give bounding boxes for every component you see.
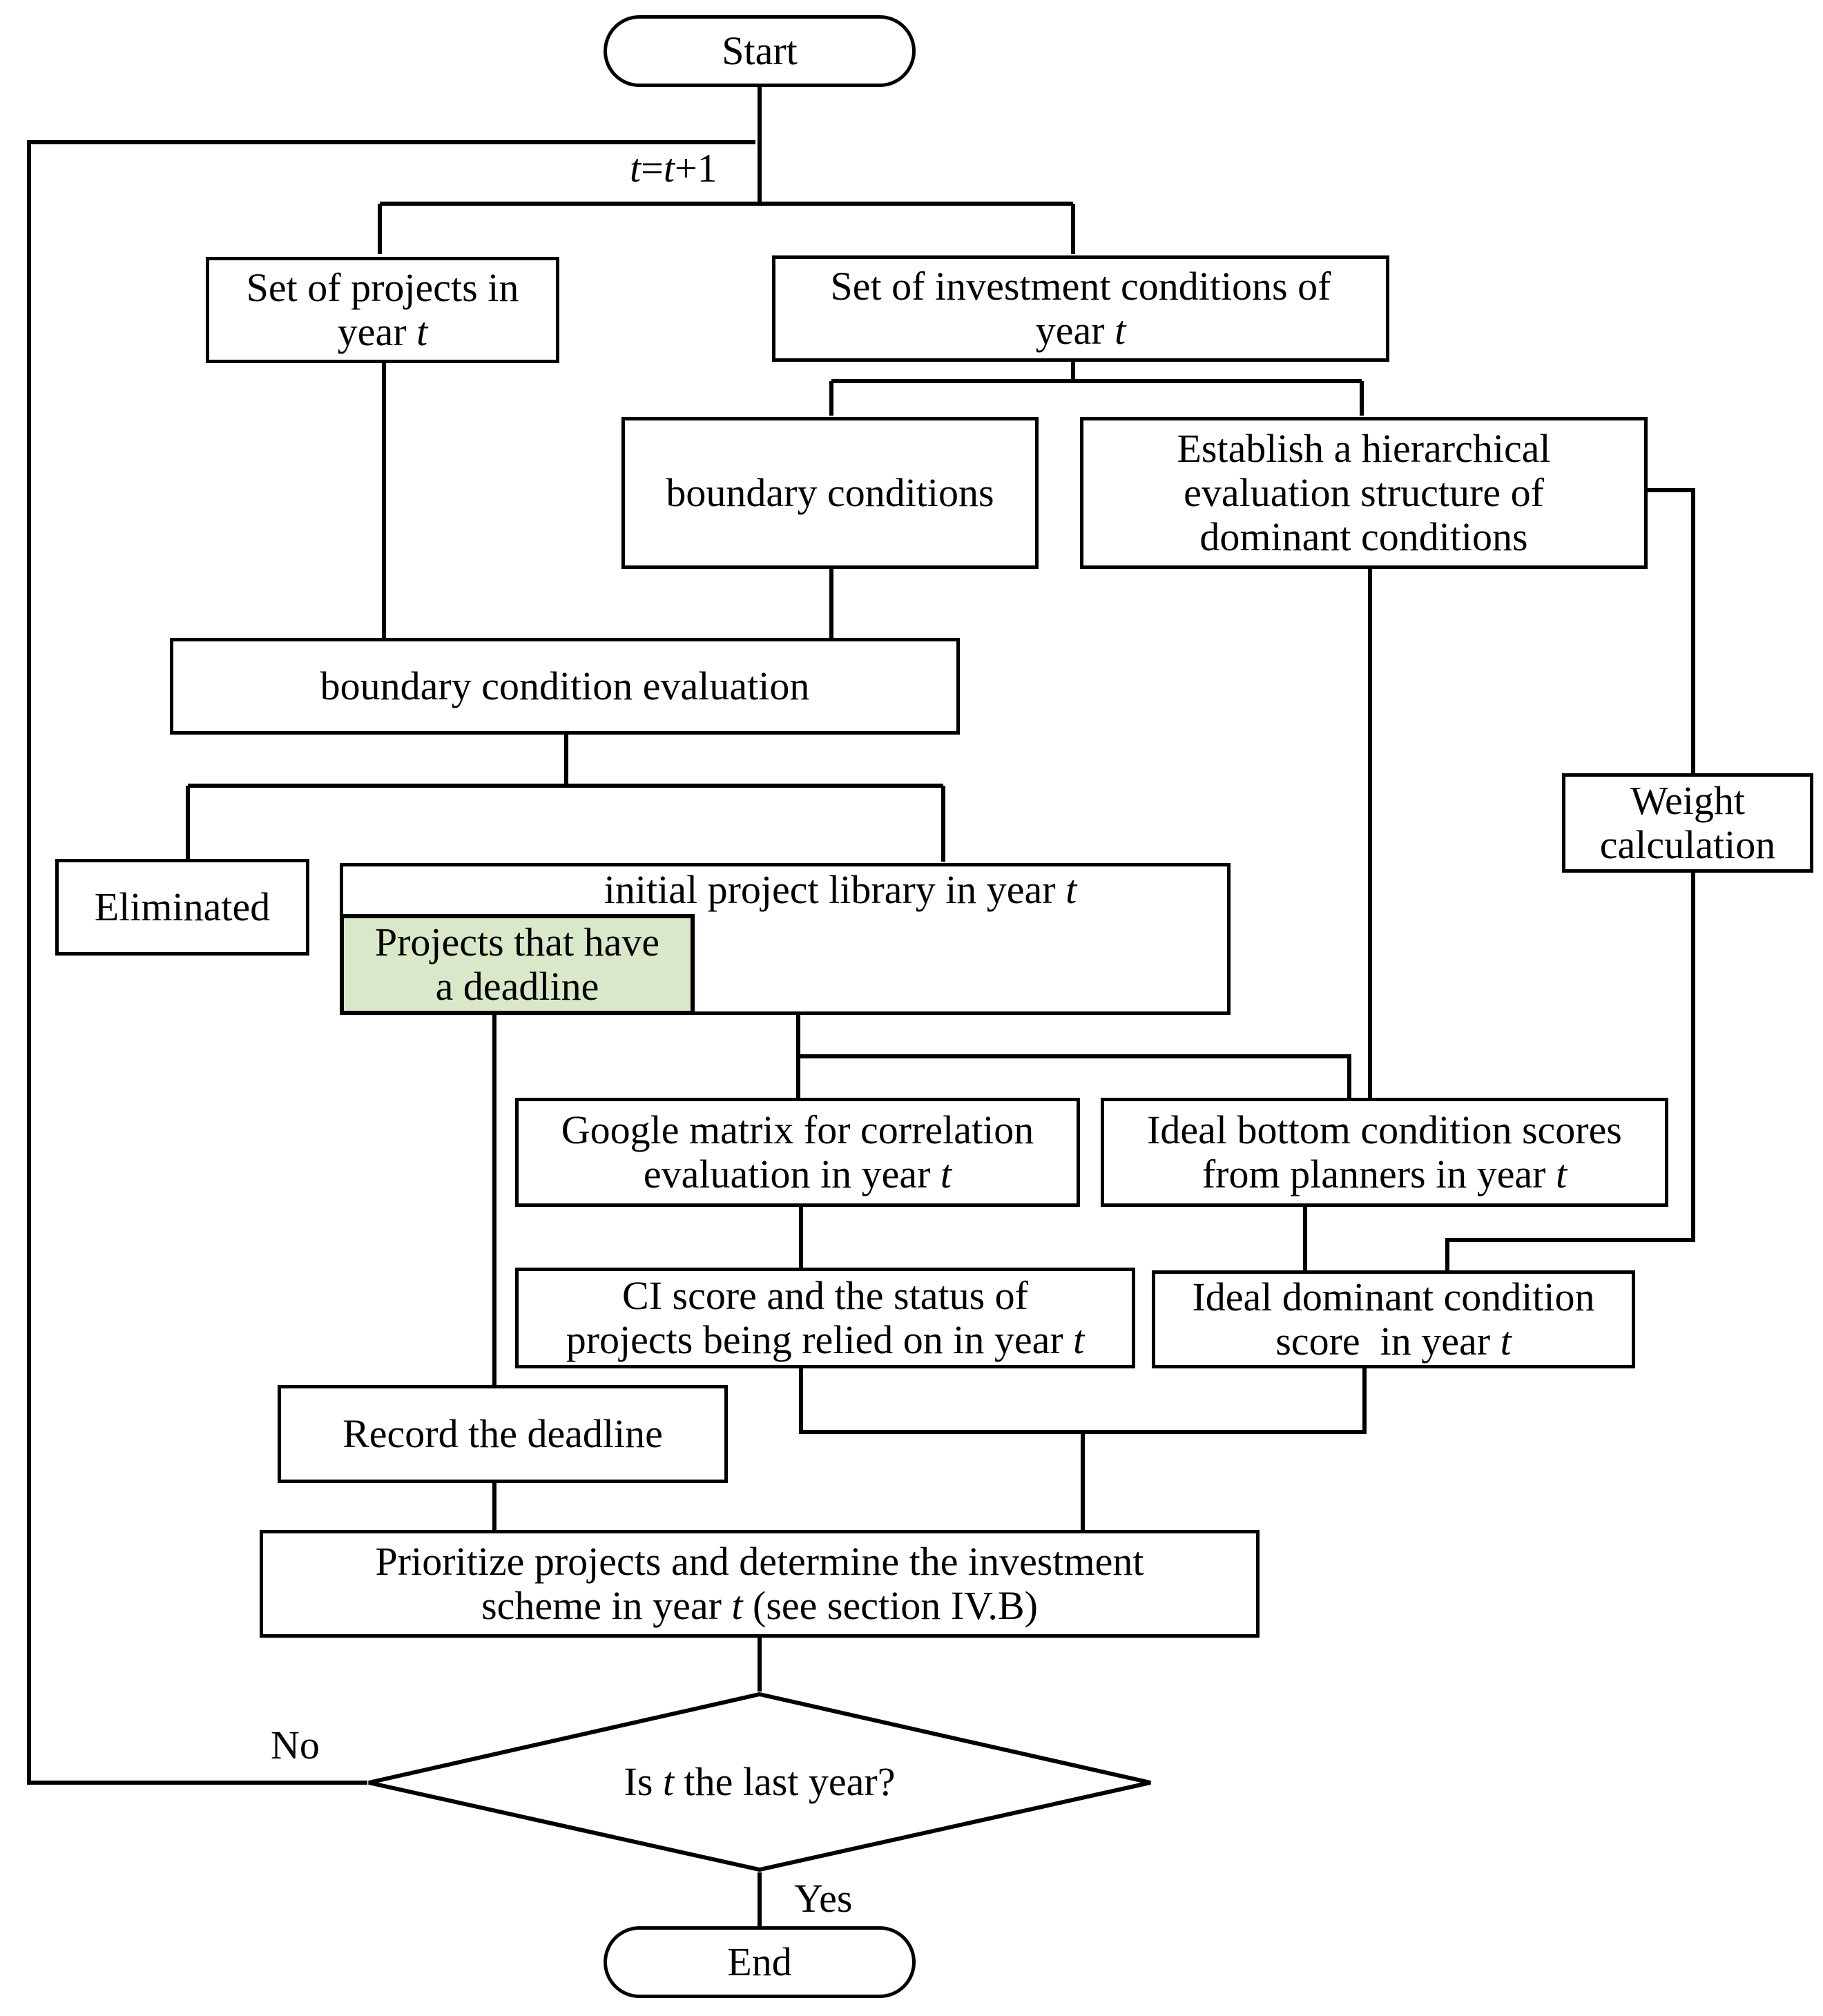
google-matrix-box: Google matrix for correlation evaluation…	[515, 1098, 1080, 1207]
set-projects-line-1: Set of projects in	[246, 265, 519, 310]
initial-library-var: t	[1065, 867, 1077, 912]
hierarchical-line-3: dominant conditions	[1199, 514, 1528, 559]
end-terminal: End	[604, 1926, 916, 1998]
ideal-dominant-line-2: score in year	[1275, 1319, 1501, 1364]
record-deadline-box: Record the deadline	[278, 1385, 728, 1483]
ideal-bottom-line-2: from planners in year	[1202, 1152, 1556, 1196]
edge-weight-to-dominant	[1445, 871, 1695, 1270]
ideal-bottom-scores-box: Ideal bottom condition scores from plann…	[1101, 1098, 1668, 1207]
hierarchical-structure-box: Establish a hierarchical evaluation stru…	[1080, 417, 1648, 569]
prioritize-projects-box: Prioritize projects and determine the in…	[260, 1530, 1260, 1638]
set-of-investment-conditions-box: Set of investment conditions of year t	[772, 255, 1389, 362]
ideal-dominant-score-box: Ideal dominant condition score in year t	[1152, 1270, 1635, 1368]
deadline-projects-box: Projects that have a deadline	[340, 914, 695, 1015]
prioritize-line-1: Prioritize projects and determine the in…	[375, 1539, 1144, 1584]
decision-part-2: the last year?	[674, 1758, 896, 1804]
record-deadline-label: Record the deadline	[343, 1411, 663, 1456]
set-of-projects-box: Set of projects in year t	[206, 257, 559, 363]
ci-var: t	[1073, 1317, 1085, 1362]
loop-var-1: t	[630, 146, 642, 191]
eliminated-box: Eliminated	[55, 859, 309, 956]
prioritize-var: t	[731, 1583, 743, 1628]
deadline-projects-line-1: Projects that have	[374, 920, 660, 965]
end-label: End	[727, 1939, 792, 1984]
edge-hierarchical-to-weight	[1646, 488, 1695, 773]
weight-calculation-box: Weight calculation	[1562, 773, 1813, 873]
edge-library-to-ideal-bottom	[798, 1054, 1351, 1098]
set-investment-line-2: year	[1035, 308, 1115, 353]
boundary-evaluation-label: boundary condition evaluation	[320, 663, 810, 708]
prioritize-line-2a: scheme in year	[481, 1583, 732, 1628]
set-investment-line-1: Set of investment conditions of	[830, 264, 1331, 309]
decision-part-1: Is	[624, 1758, 663, 1804]
decision-var: t	[662, 1758, 675, 1804]
boundary-conditions-box: boundary conditions	[621, 417, 1039, 569]
set-projects-line-2: year	[337, 309, 417, 354]
deadline-projects-line-2: a deadline	[435, 964, 599, 1009]
loop-eq: =	[641, 146, 664, 191]
initial-library-label: initial project library in year	[604, 867, 1066, 912]
loop-increment-label: t=t+1	[630, 146, 717, 191]
start-label: Start	[722, 28, 798, 73]
start-terminal: Start	[604, 15, 916, 87]
ci-score-box: CI score and the status of projects bein…	[515, 1268, 1135, 1368]
edge-merge	[799, 1368, 1367, 1434]
google-var: t	[940, 1152, 952, 1196]
ci-line-1: CI score and the status of	[622, 1273, 1028, 1318]
weight-line-1: Weight	[1630, 778, 1746, 823]
google-line-1: Google matrix for correlation	[561, 1107, 1034, 1152]
ci-line-2: projects being relied on in year	[566, 1317, 1074, 1362]
set-investment-var: t	[1115, 308, 1126, 353]
google-line-2: evaluation in year	[643, 1152, 941, 1196]
edge-decision-no-loop	[27, 140, 755, 1785]
ideal-dominant-var: t	[1500, 1319, 1512, 1364]
loop-var-2: t	[663, 146, 675, 191]
eliminated-label: Eliminated	[94, 884, 271, 929]
decision-text: Is t the last year?	[373, 1754, 1146, 1809]
hierarchical-line-2: evaluation structure of	[1184, 470, 1544, 515]
hierarchical-line-1: Establish a hierarchical	[1177, 426, 1551, 471]
ideal-dominant-line-1: Ideal dominant condition	[1192, 1274, 1595, 1319]
prioritize-line-2b: (see section IV.B)	[742, 1583, 1038, 1628]
no-edge-label: No	[271, 1723, 320, 1767]
boundary-conditions-label: boundary conditions	[666, 470, 994, 515]
yes-edge-label: Yes	[794, 1876, 853, 1921]
ideal-bottom-line-1: Ideal bottom condition scores	[1147, 1107, 1622, 1152]
set-projects-var: t	[416, 309, 428, 354]
decision-diamond	[368, 1692, 1151, 1872]
boundary-condition-evaluation-box: boundary condition evaluation	[170, 638, 960, 735]
loop-plus-one: +1	[674, 146, 717, 191]
ideal-bottom-var: t	[1556, 1152, 1568, 1196]
weight-line-2: calculation	[1599, 822, 1776, 867]
